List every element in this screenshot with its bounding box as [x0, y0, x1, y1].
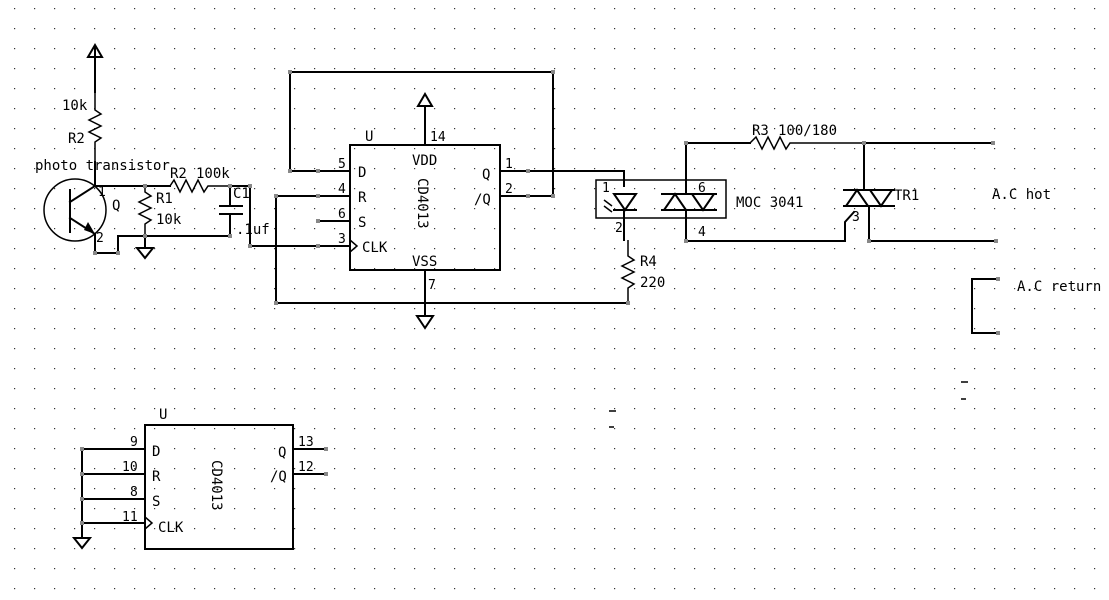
ic2-pin-s-name: S [152, 494, 160, 510]
ic1-pin-r: 4 [338, 182, 346, 197]
r2b-name-label: R2 [170, 166, 187, 182]
ic2-pin-q: 13 [298, 435, 314, 450]
ic2-pin-r-name: R [152, 469, 161, 485]
r1-name-label: R1 [156, 191, 173, 207]
c1-name-label: C1 [233, 186, 250, 202]
wire-q-to-opto [527, 170, 625, 187]
ic1-pin-d: 5 [338, 157, 346, 172]
vcc-arrow-top [86, 43, 104, 93]
ic1-pin-qbar-name: /Q [474, 192, 491, 208]
q-pin1-label: 1 [98, 185, 106, 200]
ac-hot-label: A.C hot [992, 187, 1051, 203]
r3-name-label: R3 [752, 123, 769, 139]
resistor-r4 [620, 240, 636, 303]
ic2-clk-triangle [144, 516, 154, 530]
r3-value-label: 100/180 [778, 123, 837, 139]
opto-triac [661, 192, 717, 212]
wire-to-clk [229, 185, 346, 247]
ic2-pin-clk-name: CLK [158, 520, 184, 536]
ic1-vdd: VDD [412, 153, 437, 169]
ic2-pin-q-name: Q [278, 445, 286, 461]
ic1-pin-s: 6 [338, 207, 346, 222]
resistor-r1 [137, 186, 153, 236]
wire-nodes [80, 70, 1000, 525]
ic1-pin-s-name: S [358, 215, 366, 231]
r2b-value-label: 100k [196, 166, 230, 182]
ac-return-bracket [971, 278, 999, 334]
ic1-pin-clk: 3 [338, 232, 346, 247]
triac-pin: 3 [852, 210, 860, 225]
ic1-clk-triangle [349, 239, 359, 253]
ic2-pin-d-name: D [152, 444, 160, 460]
ic1-vss: VSS [412, 254, 437, 270]
ic1-pin-r-name: R [358, 190, 367, 206]
ic1-ground [415, 315, 435, 330]
ic2-pin-qbar: 12 [298, 460, 314, 475]
wire-emitter-return [94, 235, 231, 254]
wire-feedback-loop [289, 71, 554, 197]
ic2-ref: U [159, 407, 167, 423]
q-label: Q [112, 198, 120, 214]
opto-pin2: 2 [615, 221, 623, 236]
ic1-pin-vss: 7 [428, 278, 436, 293]
opto-pin4: 4 [698, 225, 706, 240]
r1-value-label: 10k [156, 212, 182, 228]
r4-value-label: 220 [640, 275, 665, 291]
ic2-pin-r: 10 [122, 460, 138, 475]
ic1-pin-qbar: 2 [505, 182, 513, 197]
ic2-pin-d: 9 [130, 435, 138, 450]
ic2-body [144, 424, 294, 550]
triac-tr1 [843, 142, 895, 242]
r2-name-label: R2 [68, 131, 85, 147]
ic1-pin-q: 1 [505, 157, 513, 172]
ic1-pin-q-name: Q [482, 167, 490, 183]
resistor-r3 [749, 135, 864, 151]
photo-transistor-label: photo transistor [35, 158, 170, 174]
ic1-pin-clk-name: CLK [362, 240, 388, 256]
ac-return-label: A.C return [1017, 279, 1101, 295]
resistor-r2b [169, 178, 230, 194]
opto-body [595, 179, 727, 219]
capacitor-c1 [219, 185, 243, 237]
triac-name: TR1 [894, 188, 919, 204]
opto-pin1: 1 [602, 181, 610, 196]
ic1-name: CD4013 [414, 178, 430, 229]
ic1-vdd-arrow [416, 92, 434, 107]
wire-opto-pin4 [685, 209, 856, 242]
ic2-pin-clk: 11 [122, 510, 138, 525]
ic1-pin-d-name: D [358, 165, 366, 181]
resistor-r2 [87, 92, 103, 162]
ic2-pin-qbar-name: /Q [270, 469, 287, 485]
r4-name-label: R4 [640, 254, 657, 270]
wire-reset-rail [275, 195, 629, 304]
ic1-ref: U [365, 129, 373, 145]
q-pin2-label: 2 [96, 231, 104, 246]
opto-pin6: 6 [698, 181, 706, 196]
ic2-pin-s: 8 [130, 485, 138, 500]
r2-value-label: 10k [62, 98, 88, 114]
ic2-name: CD4013 [208, 460, 224, 511]
photo-transistor-symbol [43, 161, 107, 254]
c1-value-label: .1uf [236, 222, 270, 238]
opto-name: MOC 3041 [736, 195, 803, 211]
ic1-pin-vdd: 14 [430, 130, 446, 145]
ic2-ground [71, 537, 93, 550]
